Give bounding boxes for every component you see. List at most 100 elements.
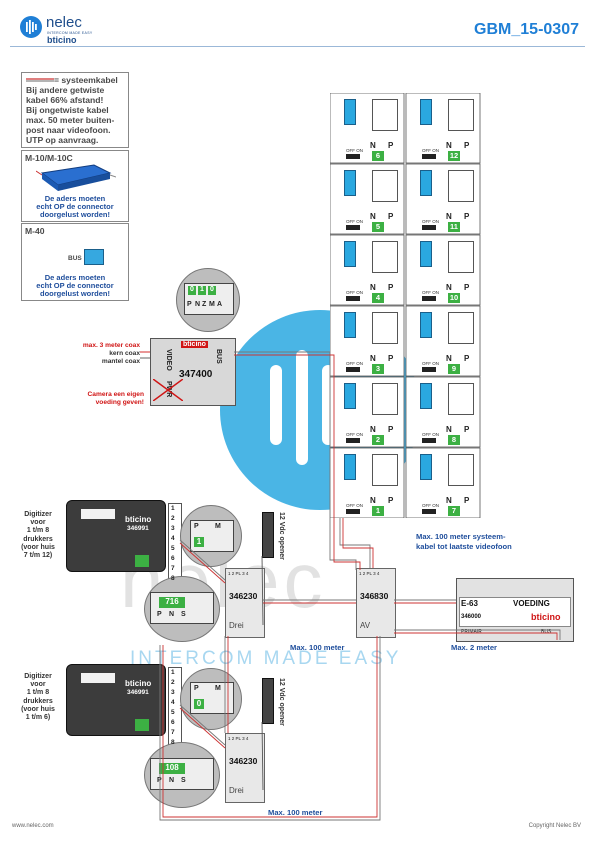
videophone-connector	[344, 241, 356, 267]
power-supply-label-bg	[459, 597, 571, 627]
videophone-off-on-label: OFF ON	[422, 148, 439, 153]
videophone-screen	[372, 170, 398, 202]
camera-top-label: Z	[202, 301, 207, 308]
digitizer-1-display2: 716	[159, 597, 185, 608]
module-346830-code: 346830	[360, 591, 389, 601]
digitizer-1-label: Digitizer voor 1 t/m 8 drukkers (voor hu…	[12, 511, 64, 560]
videophone-np-label: N	[370, 283, 376, 292]
module-346230-b: 1 2 PL 3 4 346230 Drei	[225, 733, 265, 803]
digitizer-2-zoom-b-panel: 108 P N S	[150, 758, 214, 790]
camera-warning: voeding geven!	[95, 399, 144, 406]
m40-bus-label: BUS	[68, 255, 82, 262]
videophone-connector	[420, 241, 432, 267]
videophone-off-on-label: OFF ON	[346, 361, 363, 366]
camera-module-code: 347400	[179, 369, 213, 380]
videophone-number: 5	[372, 222, 384, 232]
cable-note-line: UTP op aanvraag.	[26, 135, 99, 145]
videophone-switch	[422, 509, 436, 514]
videophone-number: 3	[372, 364, 384, 374]
cable-note-title: = systeemkabel	[54, 75, 118, 85]
videophone-connector	[420, 383, 432, 409]
module-346230-b-drei: Drei	[229, 786, 244, 795]
videophone-switch	[346, 225, 360, 230]
videophone-switch	[346, 509, 360, 514]
videophone-connector	[420, 312, 432, 338]
videophone-connector	[344, 383, 356, 409]
videophone-switch	[422, 438, 436, 443]
max100-video-label: Max. 100 meter systeem-	[416, 532, 506, 541]
videophone-number: 4	[372, 293, 384, 303]
videophone-np-label: N	[370, 425, 376, 434]
terminal-number: 7	[171, 565, 175, 572]
videophone-screen	[448, 312, 474, 344]
digitizer-label-line: voor	[30, 519, 46, 527]
camera-display-digit: 0	[208, 286, 216, 295]
footer-copyright: Copyright Nelec BV	[528, 823, 581, 829]
m10-warning: echt OP de connector	[36, 202, 114, 211]
videophone-screen	[372, 454, 398, 486]
footer-website: www.nelec.com	[12, 823, 54, 829]
videophone-off-on-label: OFF ON	[422, 503, 439, 508]
digitizer-label-line: drukkers	[23, 535, 53, 543]
digitizer-1-zoom-a-panel: P M 1	[190, 520, 234, 552]
camera-bus-label: BUS	[215, 349, 222, 364]
videophone-off-on-label: OFF ON	[346, 432, 363, 437]
terminal-number: 1	[171, 669, 175, 676]
digitizer-label-line: 1 t/m 6)	[25, 714, 51, 722]
videophone-np-label: P	[388, 283, 394, 292]
terminal-number: 4	[171, 699, 175, 706]
digitizer-label-line: (voor huis	[21, 543, 55, 551]
module-346830-av: AV	[360, 621, 371, 630]
digitizer-1-bottom-label: P	[157, 611, 162, 618]
module-pl-labels: 1 2 PL 3 4	[228, 571, 249, 576]
m40-warning: echt OP de connector	[36, 281, 114, 290]
videophone-off-on-label: OFF ON	[346, 290, 363, 295]
videophone-number: 2	[372, 435, 384, 445]
m10-connector-icon	[36, 164, 116, 191]
digitizer-1-bottom-label: N	[169, 611, 175, 618]
camera-top-label: M	[209, 301, 215, 308]
videophone-switch	[346, 438, 360, 443]
digitizer-2-m-label: P	[194, 685, 199, 692]
videophone-screen	[448, 99, 474, 131]
videophone-switch	[346, 367, 360, 372]
videophone-screen	[372, 312, 398, 344]
digitizer-label-line: Digitizer	[24, 673, 52, 680]
camera-display-digit: 0	[188, 286, 196, 295]
terminal-number: 2	[171, 515, 175, 522]
digitizer-label-line: drukkers	[23, 697, 53, 705]
videophone-connector	[344, 312, 356, 338]
terminal-number: 8	[171, 739, 175, 746]
videophone-connector	[420, 99, 432, 125]
digitizer-2-body: bticino 346991	[66, 664, 166, 736]
digitizer-2-terminal	[81, 673, 115, 683]
m10-warning: De aders moeten	[44, 194, 106, 203]
camera-top-label: P	[187, 301, 192, 308]
max100-a-label: Max. 100 meter	[290, 643, 345, 652]
digitizer-2-brand: bticino	[125, 679, 152, 688]
videophone-switch	[422, 296, 436, 301]
videophone-off-on-label: OFF ON	[422, 219, 439, 224]
digitizer-1-code: 346991	[127, 525, 149, 532]
module-346230-a: 1 2 PL 3 4 346230 Drei	[225, 568, 265, 638]
digitizer-2-bottom-label: N	[169, 777, 175, 784]
max100-b-label: Max. 100 meter	[268, 808, 323, 817]
videophone-switch	[422, 225, 436, 230]
terminal-number: 7	[171, 729, 175, 736]
videophone-connector	[344, 454, 356, 480]
videophone-off-on-label: OFF ON	[346, 503, 363, 508]
videophone-screen	[448, 383, 474, 415]
digitizer-label-line: 1 t/m 8	[26, 527, 50, 535]
videophone-number: 9	[448, 364, 460, 374]
digitizer-label-line: 1 t/m 8	[26, 689, 50, 697]
videophone-number: 8	[448, 435, 460, 445]
videophone-number: 6	[372, 151, 384, 161]
videophone-np-label: N	[370, 141, 376, 150]
cable-note-line: kabel 66% afstand!	[26, 95, 104, 105]
digitizer-1-zoom-b-panel: 716 P N S	[150, 592, 214, 624]
camera-pwr-cross-icon	[153, 379, 183, 401]
videophone-switch	[346, 154, 360, 159]
digitizer-1-display: 1	[194, 537, 204, 547]
module-pl-labels: 1 2 PL 3 4	[228, 736, 249, 741]
